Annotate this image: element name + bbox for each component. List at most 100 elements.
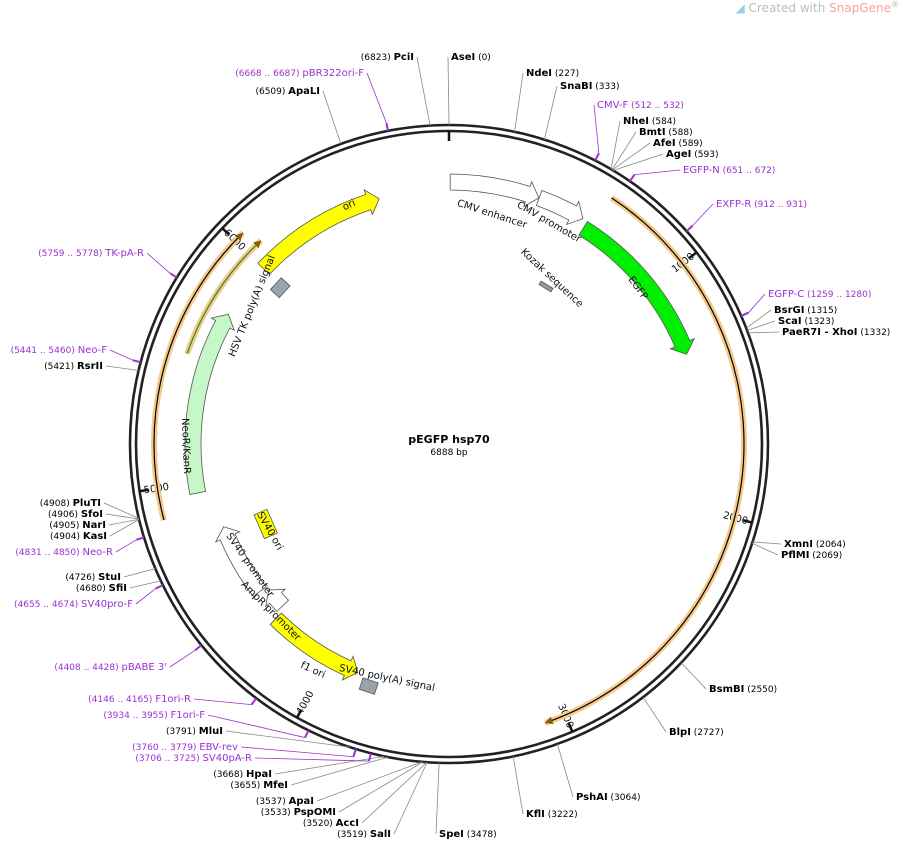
tick-2000 [742,519,753,524]
primer-name: CMV-F [597,100,628,111]
primer-position: (4831 .. 4850) [15,548,82,558]
enzyme-name: PciI [394,52,414,63]
enzyme-leader-bmti [611,131,637,171]
primer-leader-sv40pro-f [135,588,156,605]
enzyme-name: ApaLI [288,86,320,97]
enzyme-leader-mfei [290,756,389,786]
feature-hsv-tk-poly-a-signal [269,277,291,299]
plasmid-name: pEGFP hsp70 [408,433,490,446]
primer-mark-exfp-r [685,225,694,232]
enzyme-position: (3668) [213,770,246,780]
primer-name: TK-pA-R [104,248,144,259]
enzyme-label-sfoi: (4906) SfoI [48,509,103,520]
enzyme-label-rsrii: (5421) RsrII [44,361,103,372]
enzyme-label-bsrgi: BsrGI (1315) [774,305,837,316]
enzyme-name: KasI [83,531,107,542]
feature-neor-kanr [184,313,235,495]
enzyme-label-xmni: XmnI (2064) [784,539,846,550]
enzyme-position: (0) [475,53,491,63]
enzyme-label-nari: (4905) NarI [49,520,106,531]
orf-arc-line-0 [544,197,745,724]
enzyme-position: (5421) [44,362,77,372]
enzyme-position: (3655) [230,781,263,791]
primer-position: (4408 .. 4428) [54,663,121,673]
enzyme-position: (3791) [166,727,199,737]
enzyme-leader-asei [447,56,450,126]
enzyme-leader-pshai [556,743,574,798]
enzyme-position: (6509) [255,87,288,97]
enzyme-label-apali: (6509) ApaLI [255,86,320,97]
enzyme-leader-snabi [544,85,558,140]
enzyme-position: (4904) [50,532,83,542]
credit-mark: ® [891,0,899,9]
primer-mark-f1ori-f [304,729,310,739]
primer-position: (3934 .. 3955) [103,711,170,721]
feature-egfp [578,220,696,355]
feature-label-sv40-poly-a-signal: SV40 poly(A) signal [338,663,436,694]
enzyme-label-blpi: BlpI (2727) [669,727,724,738]
feature-cmv-enhancer [449,173,540,208]
feature-ampr-promoter [265,588,290,612]
enzyme-leader-xmni [752,541,782,545]
enzyme-name: PluTI [73,498,101,509]
tick-1000 [688,251,698,259]
enzyme-position: (1315) [804,306,837,316]
enzyme-name: PflMI [781,550,809,561]
enzyme-position: (3478) [464,830,497,840]
enzyme-label-sfii: (4680) SfiI [76,583,127,594]
orf-arc-line-1 [153,232,244,521]
primer-mark-neo-f [132,359,141,364]
enzyme-name: PaeR7I - XhoI [782,327,858,338]
enzyme-leader-stui [123,568,156,578]
enzyme-position: (6823) [361,53,394,63]
primer-mark-egfp-n [629,174,636,182]
primer-leader-pbr322ori-f [366,72,387,124]
enzyme-position: (4680) [76,584,109,594]
enzyme-name: BmtI [639,127,666,138]
enzyme-label-snabi: SnaBI (333) [560,81,619,92]
enzyme-name: BsrGI [774,305,804,316]
enzyme-label-pspomi: (3533) PspOMI [261,807,336,818]
enzyme-label-sali: (3519) SalI [337,829,391,840]
enzyme-label-ndei: NdeI (227) [526,68,579,79]
enzyme-name: SalI [370,829,391,840]
primer-leader-ebv-rev [240,746,354,758]
enzyme-leader-kasi [109,519,140,537]
primer-leader-neo-r [115,539,137,553]
enzyme-position: (3064) [608,793,641,803]
enzyme-sites: (6823) PciI AseI (0) NdeI (227) SnaBI (333)… [40,52,891,840]
tick-3000 [567,722,574,733]
orf-arc-head-1 [234,232,243,241]
primer-leader-f1ori-f [207,714,306,738]
primer-label-sv40pro-f: (4655 .. 4674) SV40pro-F [14,599,133,610]
enzyme-name: MfeI [263,780,288,791]
primer-label-egfp-n: EGFP-N (651 .. 672) [683,165,775,176]
enzyme-leader-bsmbi [680,662,707,690]
enzyme-label-mfei: (3655) MfeI [230,780,288,791]
primer-leader-cmv-f [593,104,600,154]
feature-cmv-promoter [535,189,584,226]
orf-arc-line-2 [186,240,262,354]
feature-sv40-promoter [214,526,267,598]
enzyme-name: AseI [451,52,475,63]
enzyme-label-afei: AfeI (589) [653,138,703,149]
credit-prefix: Created with [748,1,826,15]
enzyme-label-acci: (3520) AccI [303,818,359,829]
primer-mark-tk-pa-r [169,272,178,279]
primer-name: EBV-rev [199,742,238,753]
enzyme-position: (4726) [65,573,98,583]
enzyme-label-apai: (3537) ApaI [256,796,314,807]
primer-position: (4655 .. 4674) [14,600,81,610]
primer-label-pbabe-3: (4408 .. 4428) pBABE 3' [54,662,167,673]
feature-label-ori: ori [341,198,357,213]
orf-arc-head-0 [545,716,554,725]
tick-6000 [221,227,230,236]
orf-arc-head-2 [253,240,261,249]
primer-position: (5441 .. 5460) [11,346,78,356]
enzyme-leader-spei [435,762,440,835]
enzyme-name: NdeI [526,68,552,79]
primer-name: F1ori-R [155,694,191,705]
snapgene-credit: ◢ Created with SnapGene® [735,0,899,15]
primer-label-f1ori-r: (4146 .. 4165) F1ori-R [88,694,191,705]
enzyme-label-agei: AgeI (593) [666,149,718,160]
